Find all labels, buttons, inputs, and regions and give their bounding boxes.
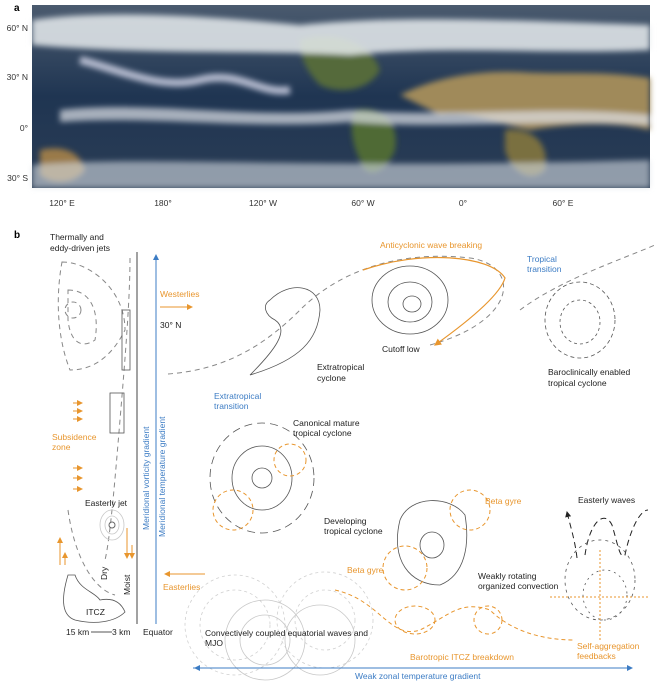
itcz-label: ITCZ — [86, 607, 105, 617]
extratropical-cyclone-drawing — [249, 287, 321, 376]
longitude-ticks: 120° E 180° 120° W 60° W 0° 60° E — [49, 198, 574, 208]
beta-gyre-label: Beta gyre — [347, 565, 384, 575]
extratropical-cyclone-label: cyclone — [317, 373, 346, 383]
moist-label: Moist — [122, 574, 132, 595]
lon-tick: 120° W — [249, 198, 277, 208]
beta-gyre-label: Beta gyre — [485, 496, 522, 506]
lat-30n-label: 30° N — [160, 320, 181, 330]
lon-tick: 120° E — [49, 198, 75, 208]
subsidence-label: Subsidence — [52, 432, 97, 442]
weakly-rotating-label: Weakly rotating — [478, 571, 537, 581]
anticyclonic-label: Anticyclonic wave breaking — [380, 240, 482, 250]
lon-tick: 0° — [459, 198, 467, 208]
tower-clouds — [109, 309, 131, 434]
easterly-wave-path — [584, 509, 649, 557]
temperature-gradient-label: Meridional temperature gradient — [157, 416, 167, 537]
extratropical-transition-label: Extratropical — [214, 391, 261, 401]
cutoff-low-label: Cutoff low — [382, 344, 421, 354]
panel-b-label: b — [14, 230, 20, 241]
easterly-wave-arrow — [565, 511, 578, 559]
lon-tick: 60° E — [553, 198, 574, 208]
easterlies-label: Easterlies — [163, 582, 200, 592]
equatorial-waves-drawing — [184, 571, 374, 681]
ccew-label: Convectively coupled equatorial waves an… — [205, 628, 368, 638]
subsidence-arrows — [73, 400, 83, 492]
barotropic-label: Barotropic ITCZ breakdown — [410, 652, 514, 662]
developing-tc-label: Developing — [324, 516, 367, 526]
developing-tc-drawing — [382, 489, 491, 591]
vorticity-gradient-label: Meridional vorticity gradient — [141, 426, 151, 530]
easterly-jet-label: Easterly jet — [85, 498, 128, 508]
itcz-breakdown-path — [334, 589, 576, 641]
lat-tick: 30° S — [7, 173, 28, 183]
jets-title: Thermally and — [50, 232, 104, 242]
height-15-label: 15 km — [66, 627, 89, 637]
weakly-rotating-label: organized convection — [478, 581, 559, 591]
tropical-transition-label: Tropical — [527, 254, 557, 264]
subsidence-label: zone — [52, 442, 71, 452]
height-3-label: 3 km — [112, 627, 130, 637]
vertical-motion-arrows — [57, 528, 135, 565]
mature-tc-drawing — [209, 422, 315, 534]
jet-stream-dashed-east — [519, 244, 656, 311]
lon-tick: 60° W — [351, 198, 374, 208]
satellite-map — [32, 5, 650, 188]
itcz-cloud — [63, 574, 126, 623]
lat-tick: 0° — [20, 123, 28, 133]
canonical-tc-label: Canonical mature — [293, 418, 360, 428]
lat-tick: 30° N — [7, 72, 28, 82]
self-aggregation-label: Self-aggregation — [577, 641, 640, 651]
jet-contours — [57, 257, 131, 596]
lon-tick: 180° — [154, 198, 172, 208]
westerlies-label: Westerlies — [160, 289, 200, 299]
cutoff-low-drawing — [371, 265, 449, 335]
equator-label: Equator — [143, 627, 173, 637]
developing-tc-label: tropical cyclone — [324, 526, 383, 536]
tropical-transition-label: transition — [527, 264, 562, 274]
latitude-ticks: 60° N 30° N 0° 30° S — [7, 23, 29, 183]
ccew-label: MJO — [205, 638, 223, 648]
easterly-jet-contours — [99, 509, 125, 541]
jet-stream-dashed — [167, 255, 504, 375]
anticyclonic-arrow — [362, 256, 506, 346]
baroclinic-tc-drawing — [544, 281, 616, 359]
weak-zonal-gradient-label: Weak zonal temperature gradient — [355, 671, 481, 681]
baroclinic-tc-label: Baroclinically enabled — [548, 367, 630, 377]
land-south-america — [351, 109, 396, 173]
lat-tick: 60° N — [7, 23, 28, 33]
extratropical-cyclone-label: Extratropical — [317, 362, 364, 372]
jets-title: eddy-driven jets — [50, 243, 110, 253]
extratropical-transition-label: transition — [214, 401, 249, 411]
panel-a-label: a — [14, 3, 20, 14]
self-aggregation-label: feedbacks — [577, 651, 616, 661]
dry-label: Dry — [99, 566, 109, 580]
baroclinic-tc-label: tropical cyclone — [548, 378, 607, 388]
canonical-tc-label: tropical cyclone — [293, 428, 352, 438]
easterly-waves-label: Easterly waves — [578, 495, 635, 505]
